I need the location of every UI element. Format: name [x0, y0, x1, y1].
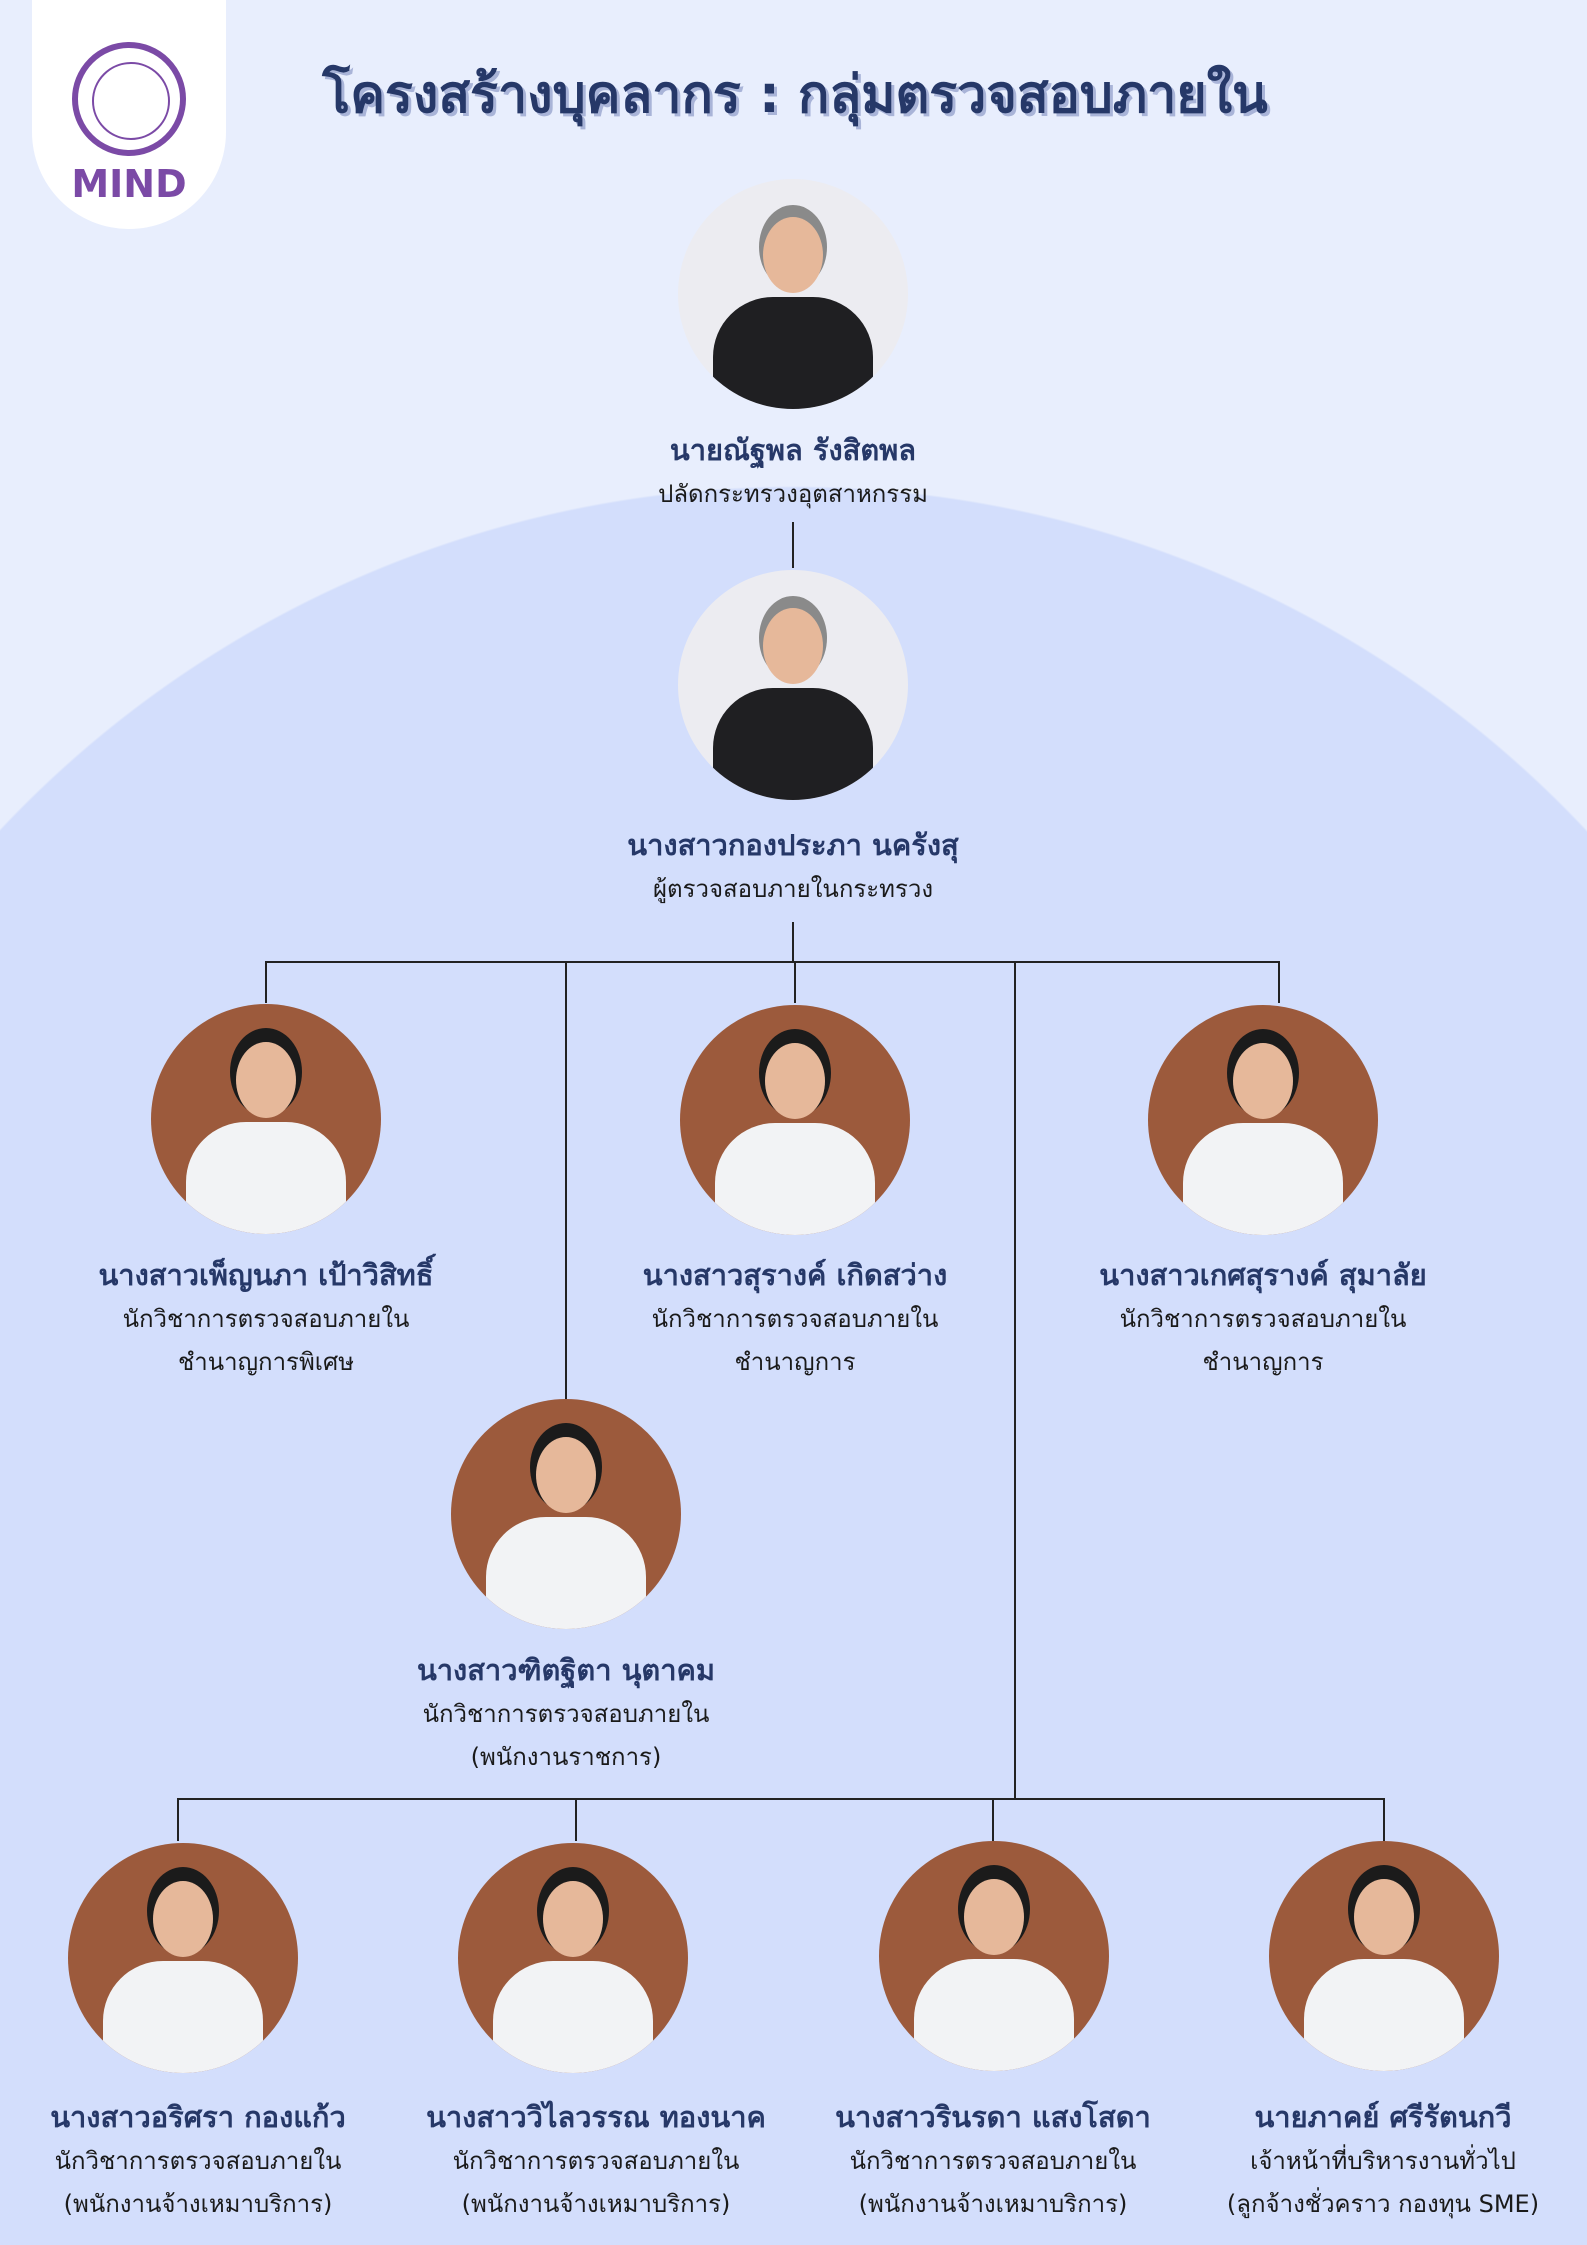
person-role: ปลัดกระทรวงอุตสาหกรรม	[658, 480, 928, 508]
person-photo	[678, 179, 908, 409]
connector-line	[1014, 961, 1016, 1799]
person-name: นางสาววิไลวรรณ ทองนาค	[426, 2100, 766, 2134]
person-name: นางสาวเกศสุรางค์ สุมาลัย	[1099, 1258, 1427, 1292]
person-role: นักวิชาการตรวจสอบภายใน	[122, 1305, 410, 1333]
person-role: นักวิชาการตรวจสอบภายใน	[422, 1700, 710, 1728]
connector-line	[792, 522, 794, 568]
person-card: นางสาววิไลวรรณ ทองนาค นักวิชาการตรวจสอบภ…	[401, 2094, 791, 2226]
person-photo	[68, 1843, 298, 2073]
person-role: (พนักงานจ้างเหมาบริการ)	[63, 2190, 333, 2218]
person-name: นางสาวรินรดา แสงโสดา	[835, 2100, 1151, 2134]
person-role: ชำนาญการ	[1202, 1348, 1324, 1376]
person-photo	[1148, 1005, 1378, 1235]
person-role: เจ้าหน้าที่บริหารงานทั่วไป	[1250, 2147, 1516, 2175]
person-card: นางสาวเพ็ญนภา เป้าวิสิทธิ์ นักวิชาการตรว…	[71, 1252, 461, 1384]
person-role: ผู้ตรวจสอบภายในกระทรวง	[652, 875, 934, 903]
person-role: นักวิชาการตรวจสอบภายใน	[1119, 1305, 1407, 1333]
person-role: นักวิชาการตรวจสอบภายใน	[452, 2147, 740, 2175]
person-photo	[1269, 1841, 1499, 2071]
person-name: นางสาวฑิตฐิตา นุตาคม	[416, 1653, 716, 1687]
person-photo	[451, 1399, 681, 1629]
person-photo	[678, 570, 908, 800]
logo-text: MIND	[71, 162, 187, 206]
person-photo	[879, 1841, 1109, 2071]
person-photo	[680, 1005, 910, 1235]
person-role: (พนักงานจ้างเหมาบริการ)	[858, 2190, 1128, 2218]
person-card: นางสาวเกศสุรางค์ สุมาลัย นักวิชาการตรวจส…	[1068, 1252, 1458, 1384]
person-card: นางสาวรินรดา แสงโสดา นักวิชาการตรวจสอบภา…	[798, 2094, 1188, 2226]
person-name: นางสาวกองประภา นครังสุ	[627, 828, 959, 862]
person-photo	[151, 1004, 381, 1234]
person-role: นักวิชาการตรวจสอบภายใน	[54, 2147, 342, 2175]
ministry-seal-icon	[72, 42, 186, 156]
person-name: นายภาคย์ ศรีรัตนกวี	[1254, 2100, 1512, 2134]
person-role: (ลูกจ้างชั่วคราว กองทุน SME)	[1226, 2190, 1540, 2218]
person-photo	[458, 1843, 688, 2073]
person-role: ชำนาญการ	[734, 1348, 856, 1376]
connector-line	[575, 1798, 577, 1841]
person-role: นักวิชาการตรวจสอบภายใน	[651, 1305, 939, 1333]
connector-line	[265, 961, 1280, 963]
connector-line	[794, 961, 796, 1003]
person-name: นางสาวสุรางค์ เกิดสว่าง	[642, 1258, 948, 1292]
connector-line	[177, 1798, 1385, 1800]
person-card: นายภาคย์ ศรีรัตนกวี เจ้าหน้าที่บริหารงาน…	[1188, 2094, 1578, 2226]
person-card: นางสาวอริศรา กองแก้ว นักวิชาการตรวจสอบภา…	[3, 2094, 393, 2226]
person-card: นายณัฐพล รังสิตพล ปลัดกระทรวงอุตสาหกรรม	[598, 427, 988, 516]
logo-card: MIND	[32, 0, 226, 229]
person-card: นางสาวกองประภา นครังสุ ผู้ตรวจสอบภายในกร…	[598, 822, 988, 911]
connector-line	[792, 922, 794, 962]
person-role: (พนักงานราชการ)	[470, 1743, 662, 1771]
connector-line	[1278, 961, 1280, 1003]
person-name: นางสาวอริศรา กองแก้ว	[50, 2100, 346, 2134]
person-role: ชำนาญการพิเศษ	[177, 1348, 355, 1376]
page-title: โครงสร้างบุคลากร : กลุ่มตรวจสอบภายใน	[322, 65, 1268, 125]
connector-line	[1383, 1798, 1385, 1841]
person-name: นางสาวเพ็ญนภา เป้าวิสิทธิ์	[98, 1258, 434, 1292]
person-role: นักวิชาการตรวจสอบภายใน	[849, 2147, 1137, 2175]
person-card: นางสาวสุรางค์ เกิดสว่าง นักวิชาการตรวจสอ…	[600, 1252, 990, 1384]
connector-line	[265, 961, 267, 1003]
person-name: นายณัฐพล รังสิตพล	[669, 433, 917, 467]
person-role: (พนักงานจ้างเหมาบริการ)	[461, 2190, 731, 2218]
person-card: นางสาวฑิตฐิตา นุตาคม นักวิชาการตรวจสอบภา…	[371, 1647, 761, 1779]
connector-line	[992, 1798, 994, 1841]
connector-line	[177, 1798, 179, 1841]
connector-line	[565, 961, 567, 1399]
